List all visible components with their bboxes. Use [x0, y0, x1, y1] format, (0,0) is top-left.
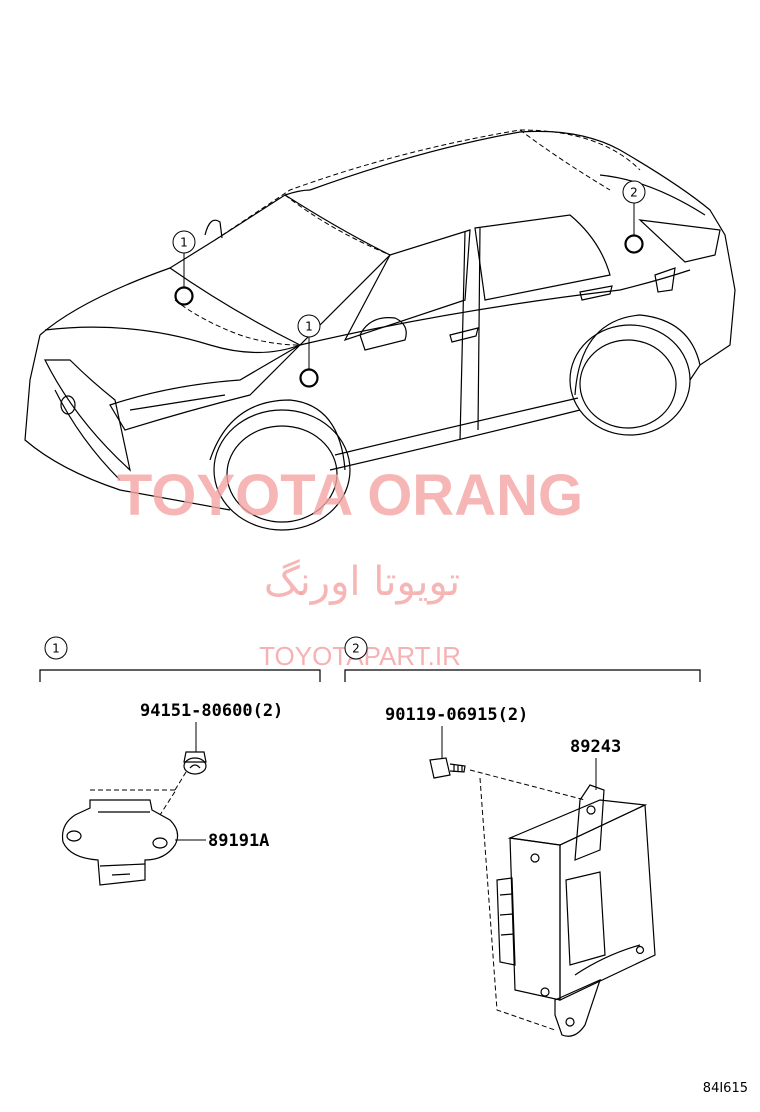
bolt-icon — [183, 751, 207, 775]
callout-number: 1 — [305, 320, 313, 334]
ecu-icon — [496, 784, 656, 1037]
sensor-icon — [61, 799, 179, 886]
watermark-main: TOYOTA ORANG — [117, 463, 583, 528]
vehicle-illustration — [24, 129, 736, 531]
part-number-bolt: 90119-06915(2) — [385, 705, 528, 725]
watermark-farsi: تویوتا اورنگ — [264, 559, 460, 605]
section-2: 2 90119-06915(2) 89243 — [344, 636, 701, 1037]
bolt-icon — [429, 757, 466, 779]
section-number: 2 — [352, 642, 360, 656]
diagram-code: 84I615 — [703, 1081, 748, 1096]
section-number: 1 — [52, 642, 60, 656]
callout-number: 1 — [180, 236, 188, 250]
location-marker-rear: 2 — [622, 180, 646, 254]
location-marker-front-right: 1 — [297, 314, 321, 388]
section-1: 1 94151-80600(2) 89191A — [39, 636, 321, 886]
part-number-sensor: 89191A — [208, 831, 269, 851]
location-marker-front-left: 1 — [172, 230, 196, 306]
callout-number: 2 — [630, 186, 638, 200]
part-number-ecu: 89243 — [570, 737, 621, 757]
part-number-bolt: 94151-80600(2) — [140, 701, 283, 721]
